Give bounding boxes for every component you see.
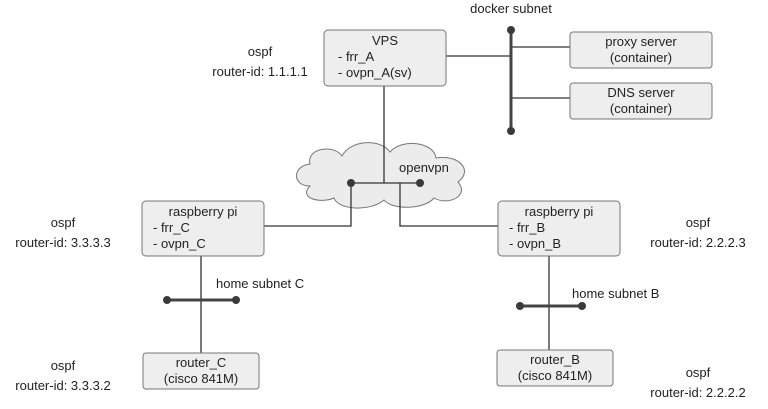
openvpn-endpoint-right: [416, 179, 424, 187]
node-rpi-b: raspberry pi - frr_B - ovpn_B: [497, 200, 621, 257]
docker-subnet-end-top: [507, 26, 515, 34]
ospf-c-pi-proto: ospf: [51, 215, 76, 230]
proxy-line-1: proxy server: [605, 34, 677, 49]
ospf-c-pi-rid: router-id: 3.3.3.3: [15, 235, 110, 250]
rpi-b-title: raspberry pi: [525, 204, 594, 219]
dns-line-2: (container): [610, 101, 672, 116]
ospf-a-proto: ospf: [248, 44, 273, 59]
router-b-line-2: (cisco 841M): [518, 368, 592, 383]
vps-title: VPS: [372, 33, 398, 48]
proxy-line-2: (container): [610, 50, 672, 65]
node-vps: VPS - frr_A - ovpn_A(sv): [323, 29, 447, 87]
ospf-label-router-c: ospf router-id: 3.3.3.2: [15, 358, 110, 393]
vps-line-2: - ovpn_A(sv): [338, 65, 412, 80]
ospf-b-pi-rid: router-id: 2.2.2.3: [650, 235, 745, 250]
vps-line-1: - frr_A: [338, 49, 374, 64]
openvpn-endpoint-left: [347, 179, 355, 187]
ospf-c-router-rid: router-id: 3.3.3.2: [15, 378, 110, 393]
dns-line-1: DNS server: [607, 85, 675, 100]
openvpn-cloud: [296, 142, 465, 209]
link-openvpn-rpi-b: [399, 183, 498, 227]
node-router-c: router_C (cisco 841M): [142, 352, 260, 390]
docker-subnet-end-bottom: [507, 127, 515, 135]
rpi-c-title: raspberry pi: [169, 204, 238, 219]
router-c-line-2: (cisco 841M): [164, 371, 238, 386]
rpi-c-line-2: - ovpn_C: [153, 236, 206, 251]
rpi-b-line-2: - ovpn_B: [509, 236, 561, 251]
home-subnet-c-end-right: [232, 296, 240, 304]
ospf-b-router-proto: ospf: [686, 365, 711, 380]
ospf-b-router-rid: router-id: 2.2.2.2: [650, 385, 745, 400]
node-router-b: router_B (cisco 841M): [496, 349, 614, 387]
home-subnet-b-label: home subnet B: [572, 286, 659, 301]
home-subnet-c-label: home subnet C: [216, 276, 304, 291]
node-rpi-c: raspberry pi - frr_C - ovpn_C: [141, 200, 265, 257]
ospf-label-router-b: ospf router-id: 2.2.2.2: [650, 365, 745, 400]
node-dns-server: DNS server (container): [569, 82, 713, 120]
ospf-c-router-proto: ospf: [51, 358, 76, 373]
rpi-b-line-1: - frr_B: [509, 220, 545, 235]
rpi-c-line-1: - frr_C: [153, 220, 190, 235]
router-b-line-1: router_B: [530, 352, 580, 367]
ospf-b-pi-proto: ospf: [686, 215, 711, 230]
ospf-label-rpi-c: ospf router-id: 3.3.3.3: [15, 215, 110, 250]
router-c-line-1: router_C: [176, 355, 227, 370]
link-openvpn-rpi-c: [264, 183, 352, 227]
openvpn-label: openvpn: [399, 160, 449, 175]
home-subnet-b-end-right: [578, 302, 586, 310]
ospf-label-a: ospf router-id: 1.1.1.1: [212, 44, 307, 79]
docker-subnet-label: docker subnet: [470, 1, 552, 16]
home-subnet-c-end-left: [163, 296, 171, 304]
home-subnet-b-end-left: [516, 302, 524, 310]
node-proxy-server: proxy server (container): [569, 31, 713, 69]
ospf-a-rid: router-id: 1.1.1.1: [212, 64, 307, 79]
ospf-label-rpi-b: ospf router-id: 2.2.2.3: [650, 215, 745, 250]
